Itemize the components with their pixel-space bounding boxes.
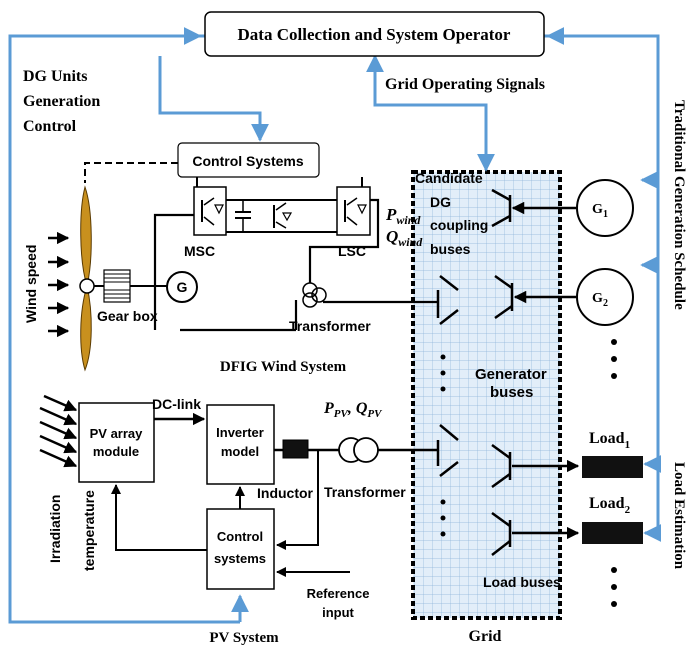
load1-box — [582, 456, 643, 478]
turbine-blades — [79, 185, 95, 372]
temperature-label: temperature — [81, 490, 97, 571]
gear-box — [103, 269, 131, 303]
load-buses-label: Load buses — [483, 574, 561, 590]
grid-ellipsis — [440, 354, 446, 537]
p-wind-label: Pwind — [385, 205, 421, 227]
q-wind-label: Qwind — [386, 227, 423, 249]
grid-region — [411, 170, 562, 620]
generator-buses-label-2: buses — [490, 384, 533, 401]
msc-converter — [193, 186, 240, 236]
load-estimation-label: Load Estimation — [671, 462, 687, 570]
wind-speed-arrows — [48, 231, 70, 338]
pv-control-label-2: systems — [214, 551, 266, 566]
pv-array-label-2: module — [93, 444, 139, 459]
load2-label: Load2 — [589, 495, 631, 516]
data-collection-box — [204, 11, 545, 57]
dg-units-label-3: Control — [23, 118, 77, 135]
generator-g2-label: G2 — [592, 291, 608, 309]
candidate-label-1: Candidate — [415, 170, 483, 186]
pv-array-label-1: PV array — [90, 426, 144, 441]
generator-connections — [511, 201, 580, 540]
dfig-generator — [166, 271, 198, 303]
pv-system-title: PV System — [209, 630, 279, 646]
candidate-label-2: DG — [430, 194, 451, 210]
wind-transformer — [302, 282, 327, 308]
load2-box — [582, 522, 643, 544]
pv-control-label-1: Control — [217, 529, 263, 544]
gear-box-label: Gear box — [97, 308, 158, 324]
generator-g1-label: G1 — [592, 202, 608, 220]
generator-g1 — [576, 179, 634, 237]
pq-pv-label: PPV, QPV — [323, 400, 383, 420]
pv-transformer-label: Transformer — [324, 484, 406, 500]
lsc-label: LSC — [338, 243, 366, 259]
inductor-label: Inductor — [257, 485, 314, 501]
reference-label-2: input — [322, 605, 354, 620]
inductor — [282, 439, 309, 459]
msc-label: MSC — [184, 243, 215, 259]
candidate-label-4: buses — [430, 241, 471, 257]
traditional-schedule-label: Traditional Generation Schedule — [671, 100, 687, 310]
wind-control-systems-label: Control Systems — [192, 153, 303, 169]
pv-control-box — [206, 508, 275, 590]
inverter-label-2: model — [221, 444, 259, 459]
dc-link-capacitor — [235, 199, 337, 233]
data-collection-title: Data Collection and System Operator — [238, 25, 511, 44]
dg-units-label-1: DG Units — [23, 68, 87, 85]
grid-bus-lines — [436, 188, 514, 556]
wind-speed-label: Wind speed — [23, 245, 39, 323]
generator-ellipsis — [611, 339, 617, 607]
irradiation-arrows — [39, 394, 78, 468]
wind-transformer-label: Transformer — [289, 318, 371, 334]
reference-label-1: Reference — [307, 586, 370, 601]
generator-buses-label-1: Generator — [475, 366, 547, 383]
load1-label: Load1 — [589, 430, 630, 451]
grid-signals-label: Grid Operating Signals — [385, 76, 545, 93]
dfig-generator-label: G — [177, 279, 188, 295]
generator-g2 — [576, 268, 634, 326]
wind-control-systems-box — [177, 142, 320, 178]
inverter-box — [206, 404, 275, 485]
pv-transformer — [338, 437, 379, 463]
communication-lines — [8, 27, 662, 624]
dfig-system-title: DFIG Wind System — [220, 359, 347, 375]
irradiation-label: Irradiation — [47, 495, 63, 563]
dc-link-label: DC-link — [152, 396, 201, 412]
lsc-converter — [336, 186, 371, 236]
pv-array-box — [78, 402, 155, 483]
dg-units-label-2: Generation — [23, 93, 100, 110]
pitch-control-line — [84, 162, 178, 183]
candidate-label-3: coupling — [430, 217, 488, 233]
inverter-label-1: Inverter — [216, 425, 264, 440]
grid-title: Grid — [469, 628, 502, 645]
pv-control-lines — [111, 450, 350, 577]
